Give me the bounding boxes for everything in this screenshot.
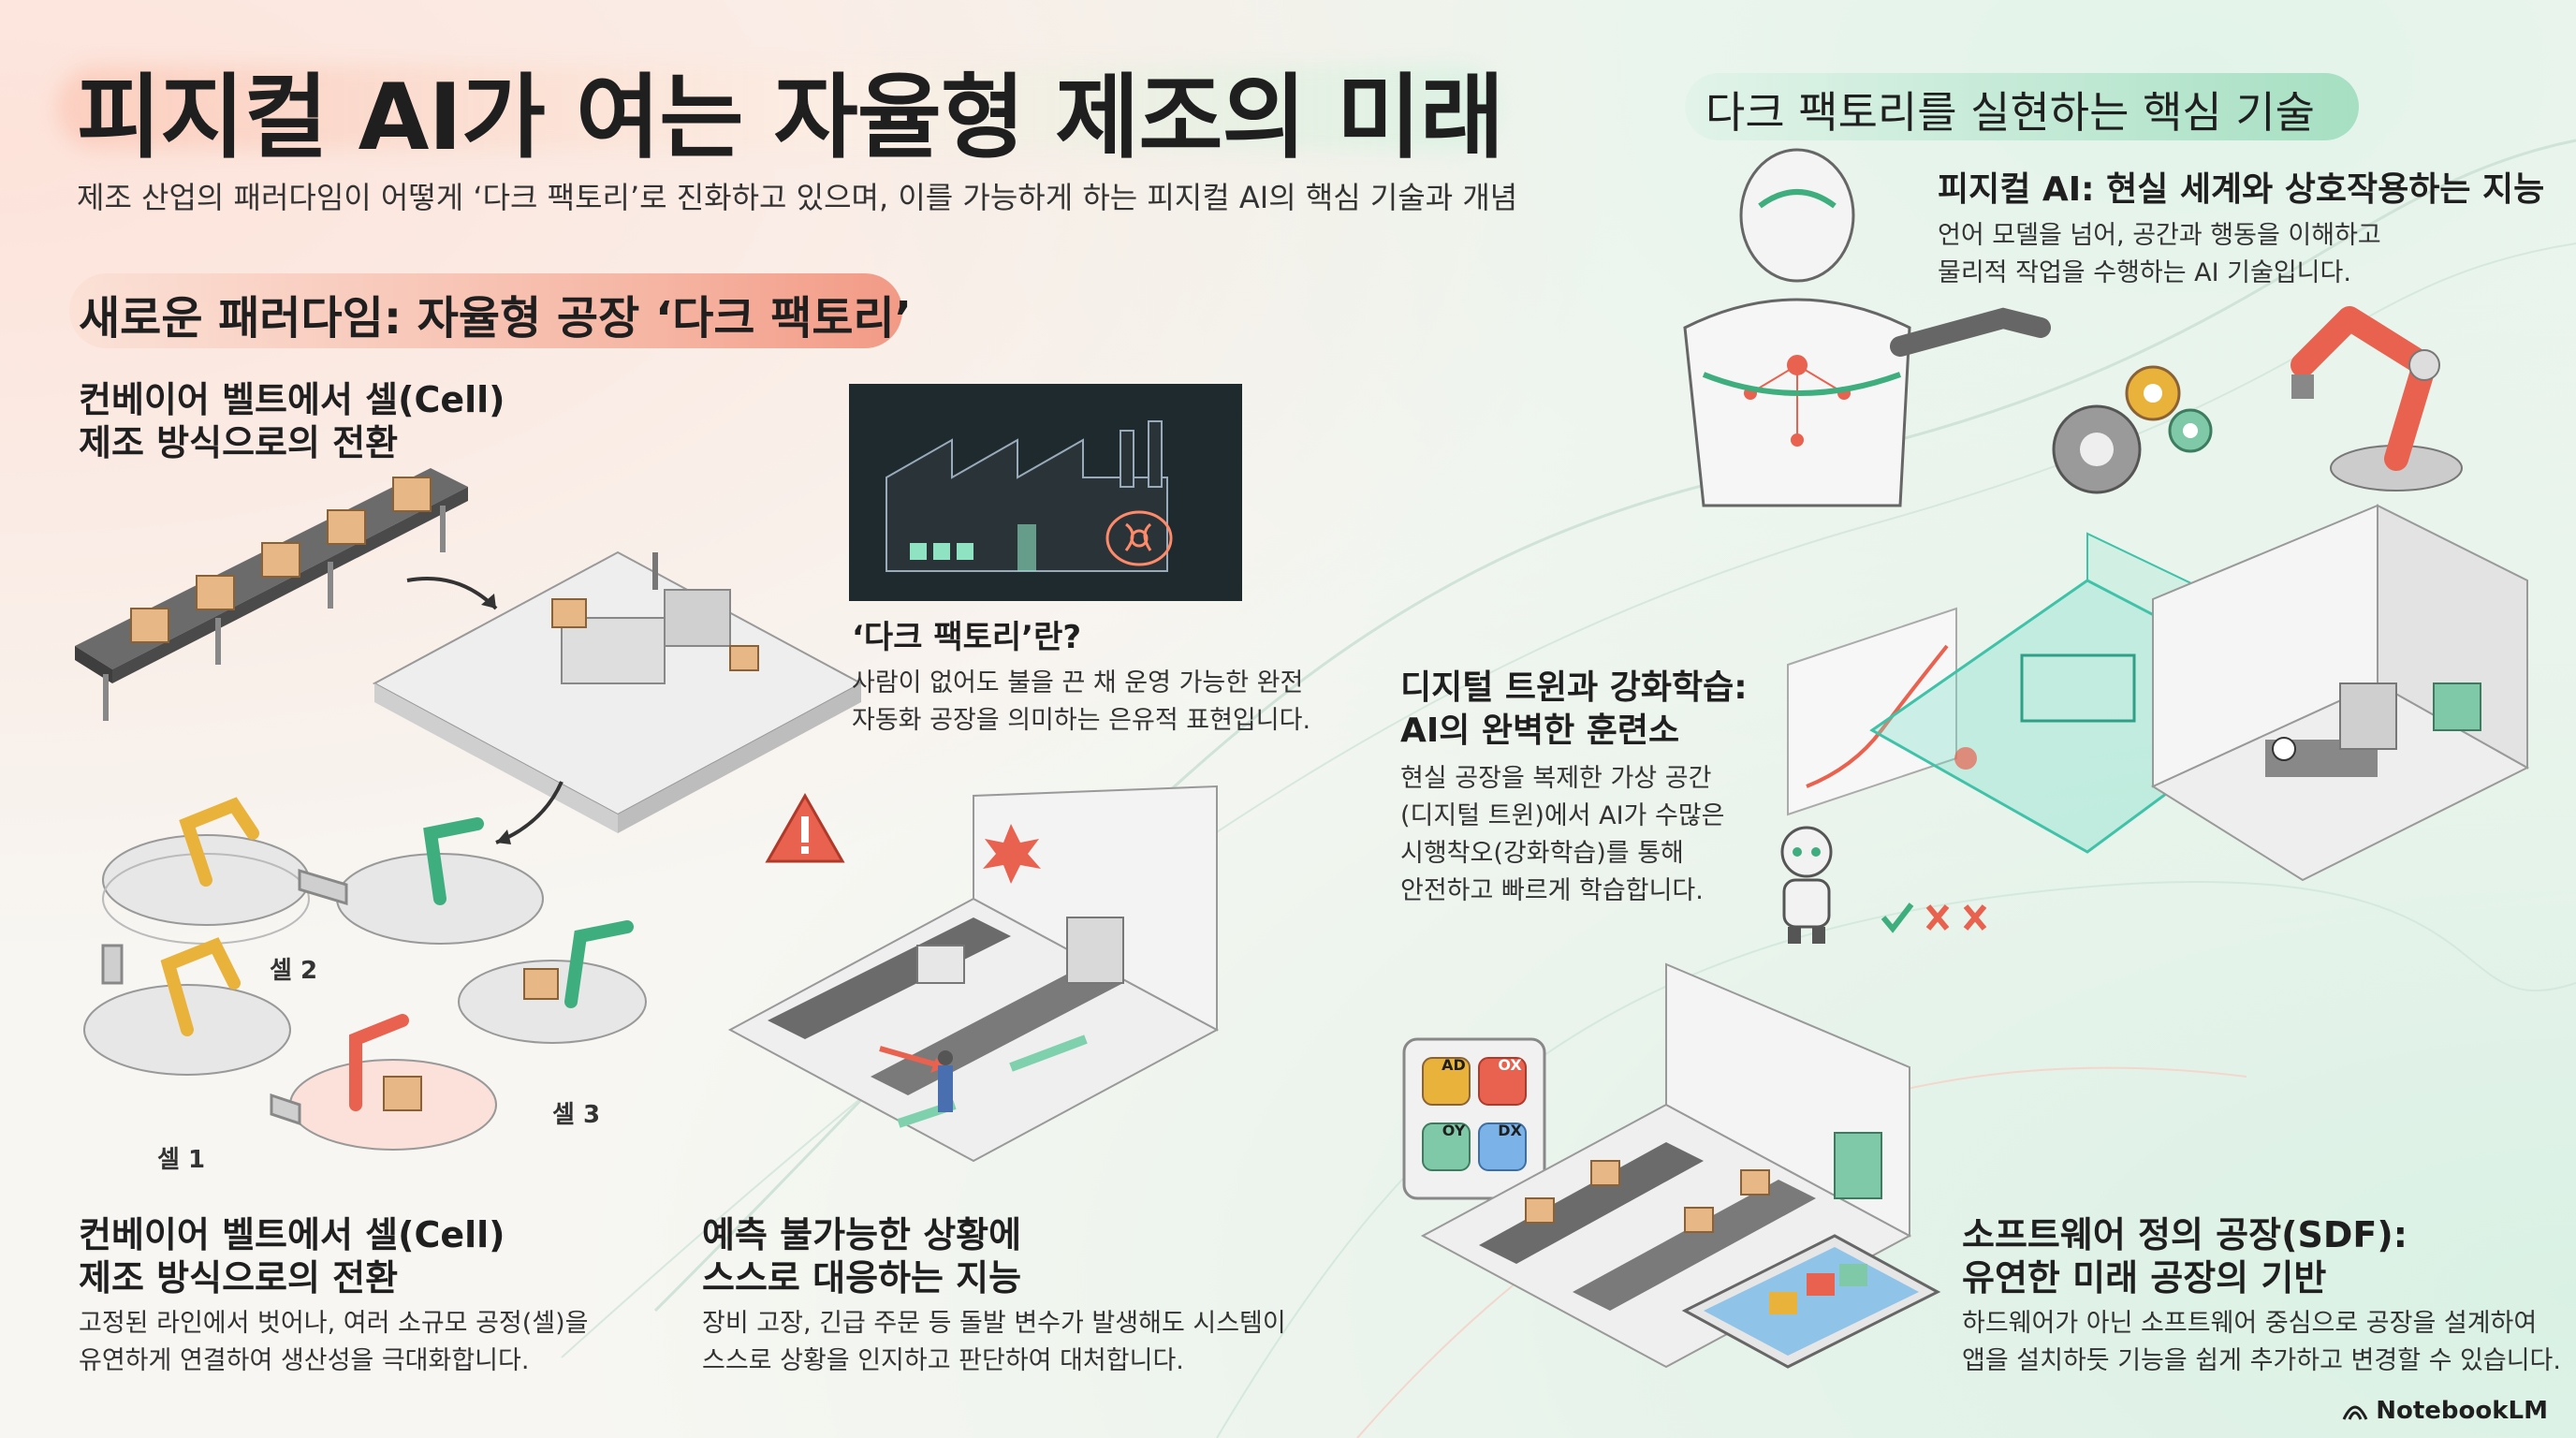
small-robot-icon <box>1780 826 1833 944</box>
robot-cell <box>102 797 310 945</box>
digital-twin-illustration <box>1787 504 2530 882</box>
section-heading-dark-factory: 새로운 패러다임: 자율형 공장 ‘다크 팩토리’ <box>79 292 912 345</box>
cell-2-label: 셀 2 <box>270 957 318 985</box>
dark-factory-image <box>849 384 1242 601</box>
section-highlight-red <box>69 273 902 348</box>
brain-icon <box>1105 510 1173 566</box>
conveyor-top-title: 컨베이어 벨트에서 셀(Cell) 제조 방식으로의 전환 <box>79 379 505 463</box>
tablet-icon <box>1681 1234 1941 1369</box>
conveyor-bottom-body: 고정된 라인에서 벗어나, 여러 소규모 공정(셀)을 유연하게 연결하여 생산… <box>79 1309 589 1375</box>
cell-factory-illustration <box>372 550 864 833</box>
app-tile-labels: AD OX DX OY <box>1430 1056 1571 1150</box>
humanoid-robot-illustration <box>1683 148 2051 507</box>
digital-twin-title: 디지털 트윈과 강화학습: AI의 완벽한 훈련소 <box>1400 668 1748 750</box>
app-tile-ad: AD <box>1442 1056 1466 1074</box>
factory-room <box>2150 504 2530 882</box>
title-highlight <box>56 66 1498 150</box>
box-icon <box>130 477 432 643</box>
brand-name: NotebookLM <box>2376 1397 2548 1425</box>
trial-result-icons <box>1881 902 1987 933</box>
cell-3-label: 셀 3 <box>552 1101 601 1129</box>
sdf-title: 소프트웨어 정의 공장(SDF): 유연한 미래 공장의 기반 <box>1962 1214 2408 1299</box>
robot-cell <box>83 937 291 1076</box>
robot-cell <box>458 920 647 1044</box>
robot-cell <box>336 817 544 945</box>
page-title: 피지컬 AI가 여는 자율형 제조의 미래 <box>77 65 1504 171</box>
warning-icon <box>765 792 845 863</box>
dark-factory-title: ‘다크 팩토리’란? <box>852 619 1082 656</box>
conveyor-bottom-title: 컨베이어 벨트에서 셀(Cell) 제조 방식으로의 전환 <box>79 1214 505 1299</box>
digital-twin-body: 현실 공장을 복제한 가상 공간 (디지털 트윈)에서 AI가 수많은 시행착오… <box>1400 764 1725 905</box>
gears-icon <box>2052 365 2213 494</box>
physical-ai-body: 언어 모델을 넘어, 공간과 행동을 이해하고 물리적 작업을 수행하는 AI … <box>1938 221 2381 287</box>
alert-burst-icon <box>983 824 1041 884</box>
unpredictable-body: 장비 고장, 긴급 주문 등 돌발 변수가 발생해도 시스템이 스스로 상황을 … <box>702 1309 1286 1375</box>
robot-cells-illustration <box>83 797 647 1151</box>
dark-factory-body: 사람이 없어도 불을 끈 채 운영 가능한 완전 자동화 공장을 의미하는 은유… <box>852 668 1311 735</box>
notebooklm-icon <box>2342 1405 2368 1420</box>
section-highlight-green <box>1685 73 2359 140</box>
arrow-down-icon <box>495 781 564 844</box>
conveyor-belt-illustration <box>75 468 468 721</box>
unpredictable-title: 예측 불가능한 상황에 스스로 대응하는 지능 <box>702 1214 1022 1299</box>
cell-1-label: 셀 1 <box>157 1146 206 1174</box>
app-tile-ox: OX <box>1498 1056 1522 1074</box>
app-tile-dx: DX <box>1498 1122 1522 1139</box>
robot-cell <box>289 1014 497 1151</box>
section-heading-core-tech: 다크 팩토리를 실현하는 핵심 기술 <box>1705 87 2315 138</box>
app-tiles <box>1422 1057 1527 1171</box>
adaptive-line-illustration <box>727 785 1220 1163</box>
notebooklm-logo: NotebookLM <box>2342 1397 2548 1425</box>
page-subtitle: 제조 산업의 패러다임이 어떻게 ‘다크 팩토리’로 진화하고 있으며, 이를 … <box>77 180 1518 215</box>
sdf-body: 하드웨어가 아닌 소프트웨어 중심으로 공장을 설계하여 앱을 설치하듯 기능을… <box>1962 1309 2561 1375</box>
robot-arm-icon <box>2291 306 2463 492</box>
app-tile-oy: OY <box>1442 1122 1466 1139</box>
arrow-icon <box>406 577 498 610</box>
physical-ai-title: 피지컬 AI: 현실 세계와 상호작용하는 지능 <box>1938 170 2545 209</box>
